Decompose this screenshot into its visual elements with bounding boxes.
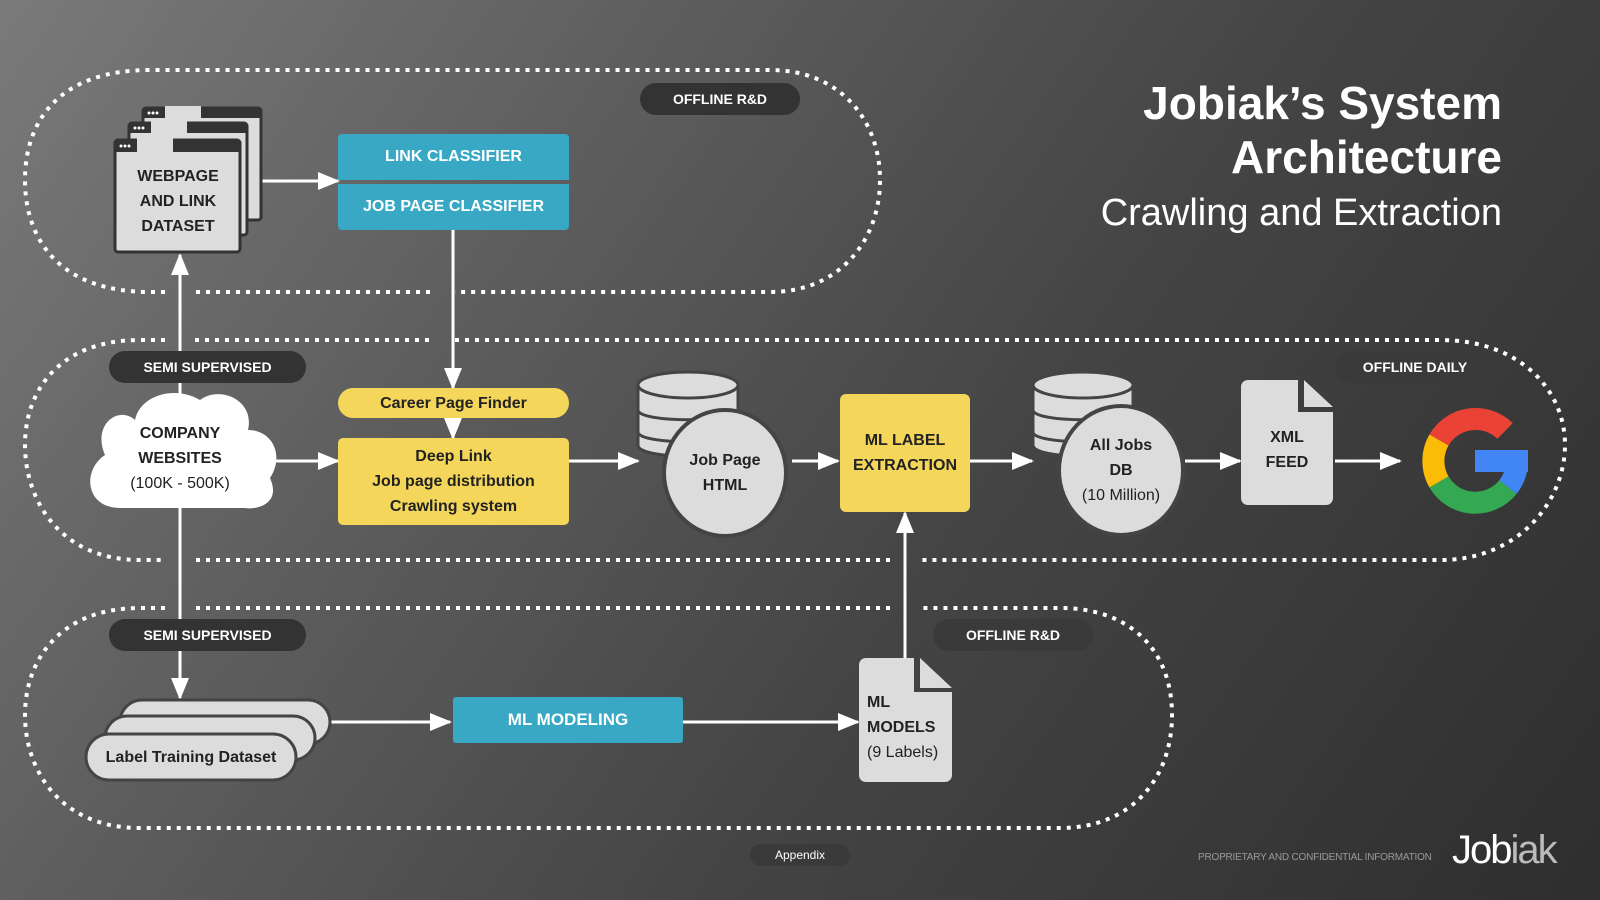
node-job-page-classifier: JOB PAGE CLASSIFIER — [338, 184, 569, 230]
node-link-classifier: LINK CLASSIFIER — [338, 134, 569, 180]
page-title: Jobiak’s System Architecture Crawling an… — [1101, 76, 1502, 242]
title-line2: Architecture — [1231, 131, 1502, 183]
node-job-page-html: Job Page HTML — [662, 408, 788, 538]
appendix-link[interactable]: Appendix — [750, 844, 850, 866]
webpage-dataset-icon — [113, 106, 263, 254]
title-line1: Jobiak’s System — [1143, 77, 1502, 129]
node-crawling-system: Deep Link Job page distribution Crawling… — [338, 438, 569, 525]
xml-feed-doc-icon — [1241, 380, 1333, 505]
node-webpage-dataset: WEBPAGE AND LINK DATASET — [137, 168, 219, 235]
google-logo-icon — [1422, 408, 1529, 514]
zone-label-bottom: OFFLINE R&D — [933, 619, 1093, 651]
zone-top-outline — [22, 68, 883, 294]
node-ml-modeling: ML MODELING — [453, 697, 683, 743]
label-training-stack-icon — [84, 698, 332, 782]
confidential-notice: PROPRIETARY AND CONFIDENTIAL INFORMATION — [1198, 852, 1432, 863]
node-ml-label-extraction: ML LABEL EXTRACTION — [840, 394, 970, 512]
node-career-page-finder: Career Page Finder — [338, 388, 569, 418]
zone-bottom-outline — [22, 606, 1175, 830]
node-xml-feed: XML FEED — [1265, 429, 1309, 471]
zone-label-middle: OFFLINE DAILY — [1335, 351, 1495, 383]
ml-models-doc-icon — [859, 658, 952, 782]
node-company-websites: COMPANY WEBSITES (100K - 500K) — [130, 425, 230, 492]
tag-semi-supervised-top: SEMI SUPERVISED — [109, 351, 306, 383]
node-ml-models: ML MODELS (9 Labels) — [867, 694, 939, 761]
cloud-icon — [90, 392, 277, 509]
zone-label-top: OFFLINE R&D — [640, 83, 800, 115]
node-all-jobs-db: All Jobs DB (10 Million) — [1057, 404, 1185, 537]
jobiak-logo: Jobiak — [1452, 828, 1558, 872]
tag-semi-supervised-bottom: SEMI SUPERVISED — [109, 619, 306, 651]
node-label-training-dataset: Label Training Dataset — [105, 749, 277, 766]
zone-middle-outline — [22, 338, 1568, 562]
title-subtitle: Crawling and Extraction — [1100, 192, 1502, 234]
